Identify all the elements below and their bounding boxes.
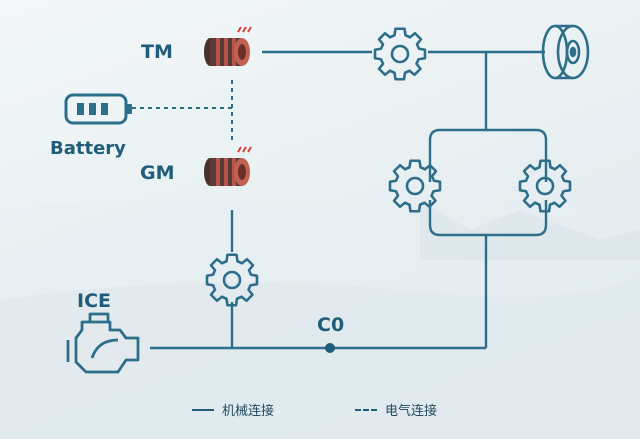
legend-dashed-line — [355, 408, 377, 411]
ice-engine-icon — [66, 312, 140, 374]
tm-label: TM — [141, 41, 173, 63]
gear-icon — [205, 253, 259, 307]
electrical-connections — [132, 80, 233, 140]
wheel-icon — [541, 24, 590, 80]
gear-icon — [373, 27, 427, 81]
battery-icon — [64, 93, 132, 125]
legend-solid-line — [192, 408, 214, 411]
gm-label: GM — [140, 162, 175, 184]
ice-label: ICE — [77, 290, 111, 312]
legend-mechanical: 机械连接 — [192, 400, 274, 419]
c0-label: C0 — [317, 314, 345, 336]
mechanical-connections — [150, 50, 548, 350]
battery-label: Battery — [50, 138, 126, 159]
legend-electrical: 电气连接 — [355, 400, 437, 419]
legend-mechanical-label: 机械连接 — [222, 404, 275, 419]
legend-electrical-label: 电气连接 — [385, 404, 438, 419]
c0-node — [325, 343, 335, 353]
tm-motor-icon — [203, 26, 252, 67]
gear-icon — [388, 159, 442, 213]
gm-motor-icon — [203, 146, 252, 187]
